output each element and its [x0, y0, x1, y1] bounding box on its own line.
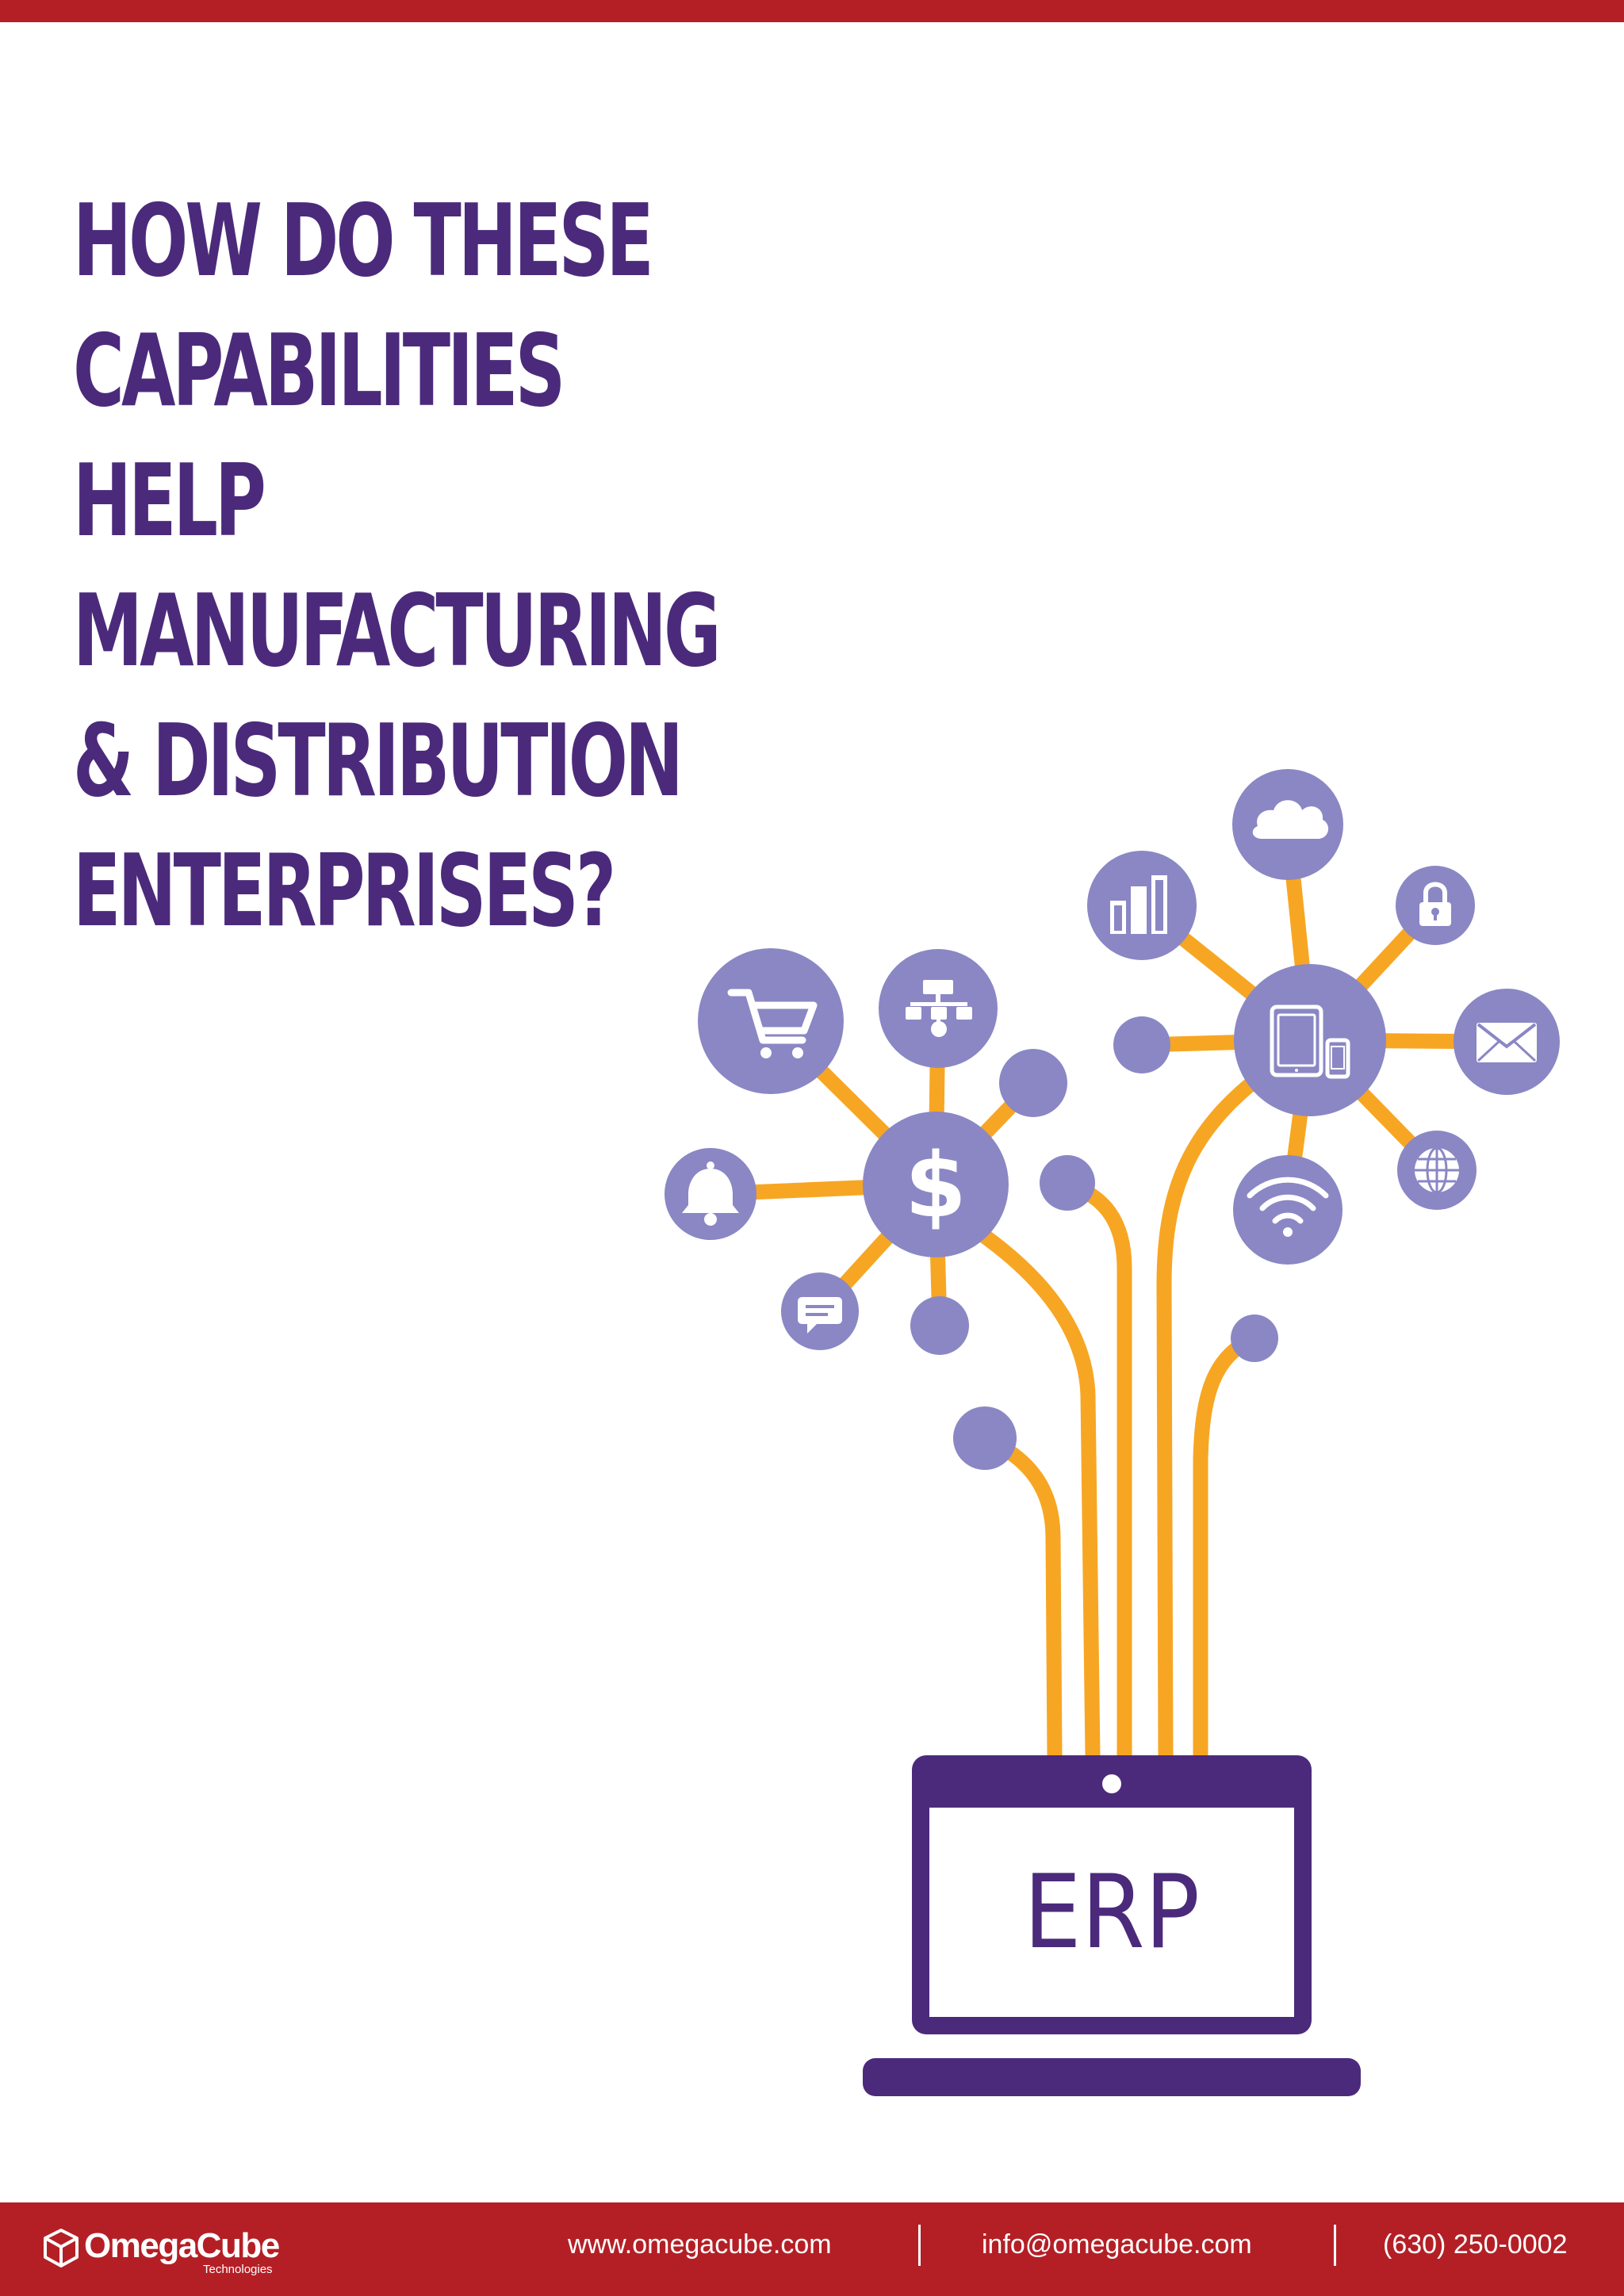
dollar-node: [863, 1112, 1009, 1257]
top-accent-bar: [0, 0, 1624, 22]
laptop-display: [929, 1808, 1294, 2017]
globe-icon: [1415, 1146, 1459, 1194]
laptop-base: [863, 2058, 1361, 2096]
headline: HOW DO THESE CAPABILITIES HELP MANUFACTU…: [73, 176, 722, 956]
wire-trunk-devices: [1156, 1058, 1283, 1763]
headline-line-3: HELP: [73, 442, 266, 559]
headline-line-2: CAPABILITIES: [73, 312, 565, 429]
cloud-icon: [1252, 800, 1329, 839]
laptop: ERP: [863, 1755, 1361, 2096]
dot-node-d: [1040, 1155, 1095, 1211]
mail-icon: [1477, 1023, 1537, 1062]
dollar-icon: $: [905, 1135, 967, 1238]
dot-node-e: [953, 1406, 1017, 1470]
footer-divider-2: [1334, 2225, 1336, 2266]
headline-line-6: ENTERPRISES?: [73, 832, 616, 949]
bar-chart-icon: [1110, 875, 1167, 934]
website-link[interactable]: www.omegacube.com: [568, 2229, 832, 2260]
footer: OmegaCube Technologies www.omegacube.com…: [0, 2202, 1624, 2296]
dot-node-b: [910, 1296, 969, 1355]
wire-trunk-dot-f: [1193, 1330, 1262, 1763]
headline-line-4: MANUFACTURING: [73, 572, 722, 689]
devices-icon: [1270, 1004, 1350, 1079]
erp-label: ERP: [1024, 1854, 1200, 1972]
wire-trunk-dollar: [975, 1227, 1101, 1763]
logo-subtitle: Technologies: [203, 2263, 273, 2276]
wifi-icon: [1247, 1177, 1329, 1237]
laptop-camera: [1102, 1774, 1121, 1793]
dot-node-c: [1113, 1016, 1170, 1073]
lock-icon: [1419, 882, 1451, 926]
dot-node-a: [999, 1049, 1067, 1117]
headline-line-5: & DISTRIBUTION: [73, 702, 684, 819]
erp-network-illustration: $: [665, 769, 1560, 2096]
cart-node: [698, 948, 844, 1094]
cart-icon: [727, 989, 818, 1058]
headline-line-1: HOW DO THESE: [73, 182, 654, 299]
footer-divider-1: [918, 2225, 921, 2266]
flowchart-icon: [906, 980, 972, 1037]
devices-node: [1234, 964, 1386, 1116]
dot-node-f: [1231, 1314, 1278, 1362]
chat-icon: [798, 1297, 842, 1334]
wire-trunk-dot-e: [977, 1430, 1063, 1763]
phone-number[interactable]: (630) 250-0002: [1383, 2229, 1568, 2260]
email-link[interactable]: info@omegacube.com: [982, 2229, 1252, 2260]
logo-name: OmegaCube: [84, 2226, 280, 2265]
wifi-node: [1233, 1155, 1342, 1265]
cube-icon: [44, 2229, 79, 2267]
bell-icon: [682, 1161, 739, 1226]
